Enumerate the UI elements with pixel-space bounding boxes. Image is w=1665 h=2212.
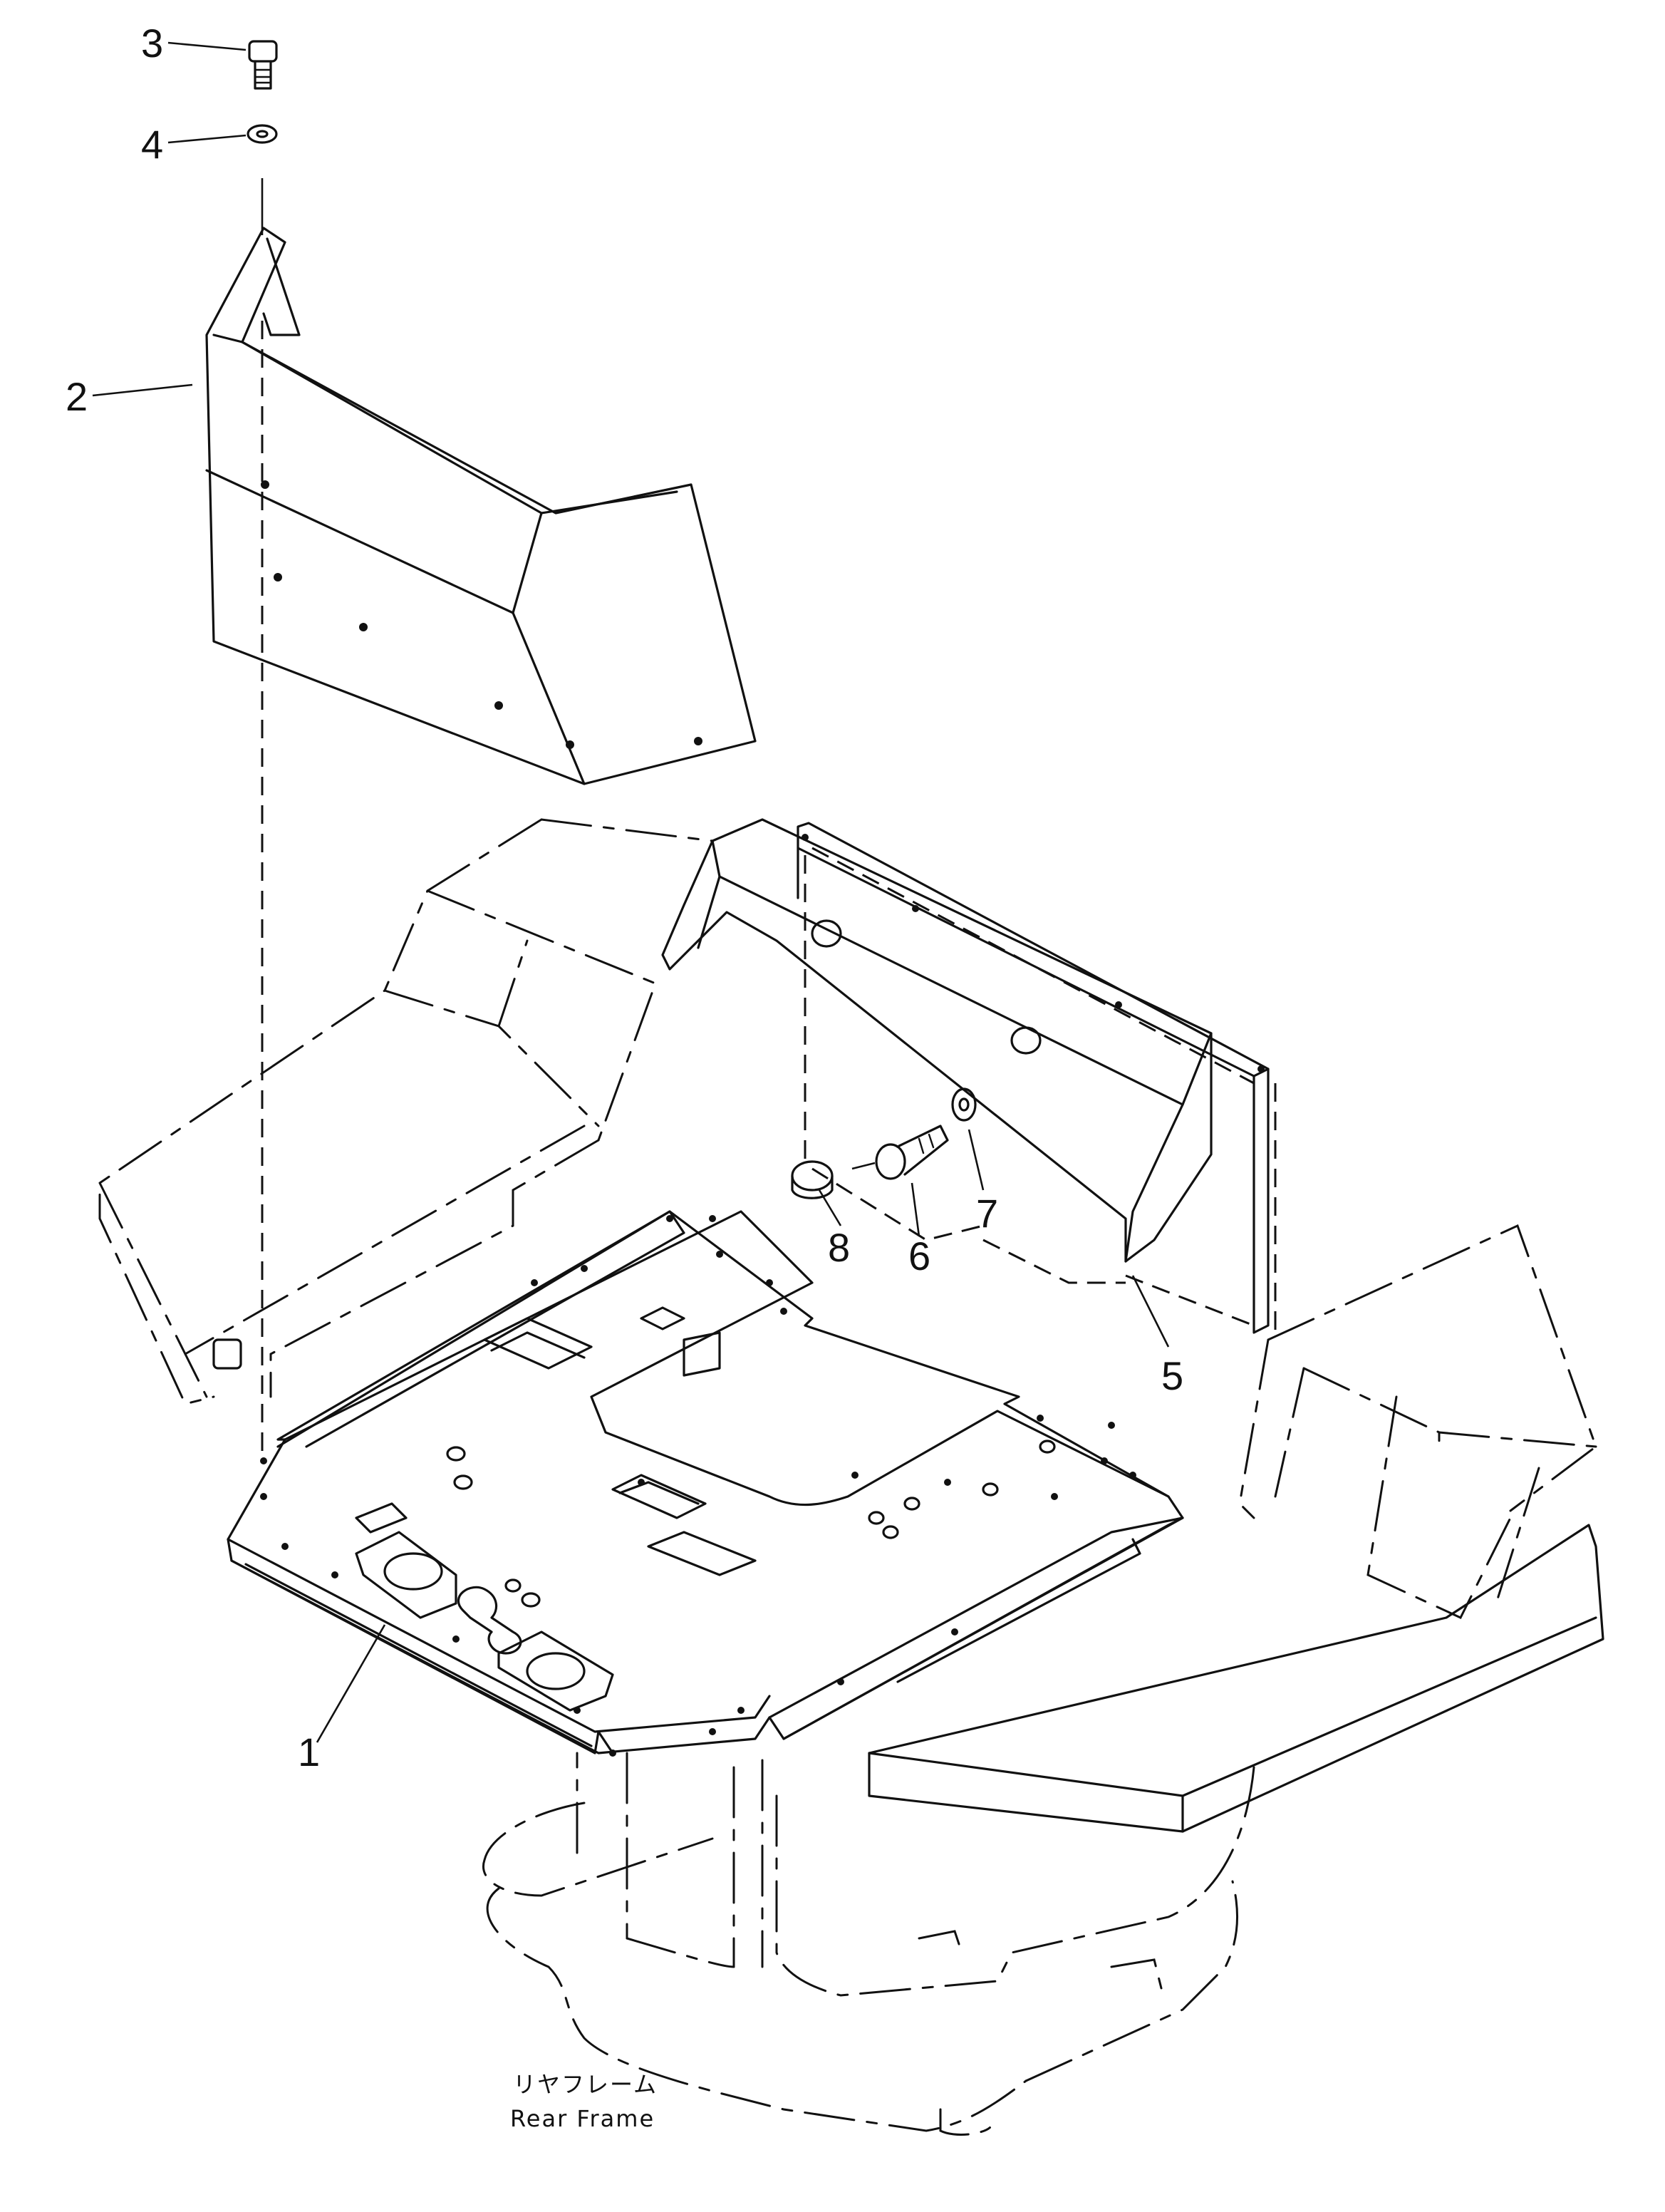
callout-8: 8 (828, 1225, 850, 1270)
left-fender-ghost (98, 818, 714, 1405)
right-step (868, 1524, 1604, 1833)
leader-lines (92, 41, 1170, 1743)
rear-frame-label-jp: リヤフレーム (513, 2071, 658, 2098)
rear-cover (661, 818, 1277, 1334)
plug-8 (791, 1160, 834, 1199)
callout-1: 1 (298, 1730, 320, 1774)
rear-frame-label-en: Rear Frame (510, 2105, 655, 2132)
washer-4 (247, 124, 278, 144)
callout-4: 4 (141, 122, 163, 167)
callout-7: 7 (976, 1191, 998, 1236)
right-fender-ghost (1238, 1224, 1597, 1619)
callout-3: 3 (141, 21, 163, 66)
floor-plate (227, 1210, 1184, 1757)
rear-frame-caption: リヤフレーム Rear Frame (510, 2071, 658, 2132)
callout-labels: 3 4 2 1 8 6 7 5 (66, 21, 1183, 1774)
bolt-3 (248, 40, 278, 90)
left-cover (205, 227, 757, 785)
bolt-6 (875, 1125, 949, 1180)
washer-7 (951, 1087, 977, 1122)
rear-frame-ghost (482, 1752, 1255, 2136)
callout-5: 5 (1161, 1353, 1183, 1398)
callout-6: 6 (908, 1234, 930, 1278)
callout-2: 2 (66, 374, 88, 419)
